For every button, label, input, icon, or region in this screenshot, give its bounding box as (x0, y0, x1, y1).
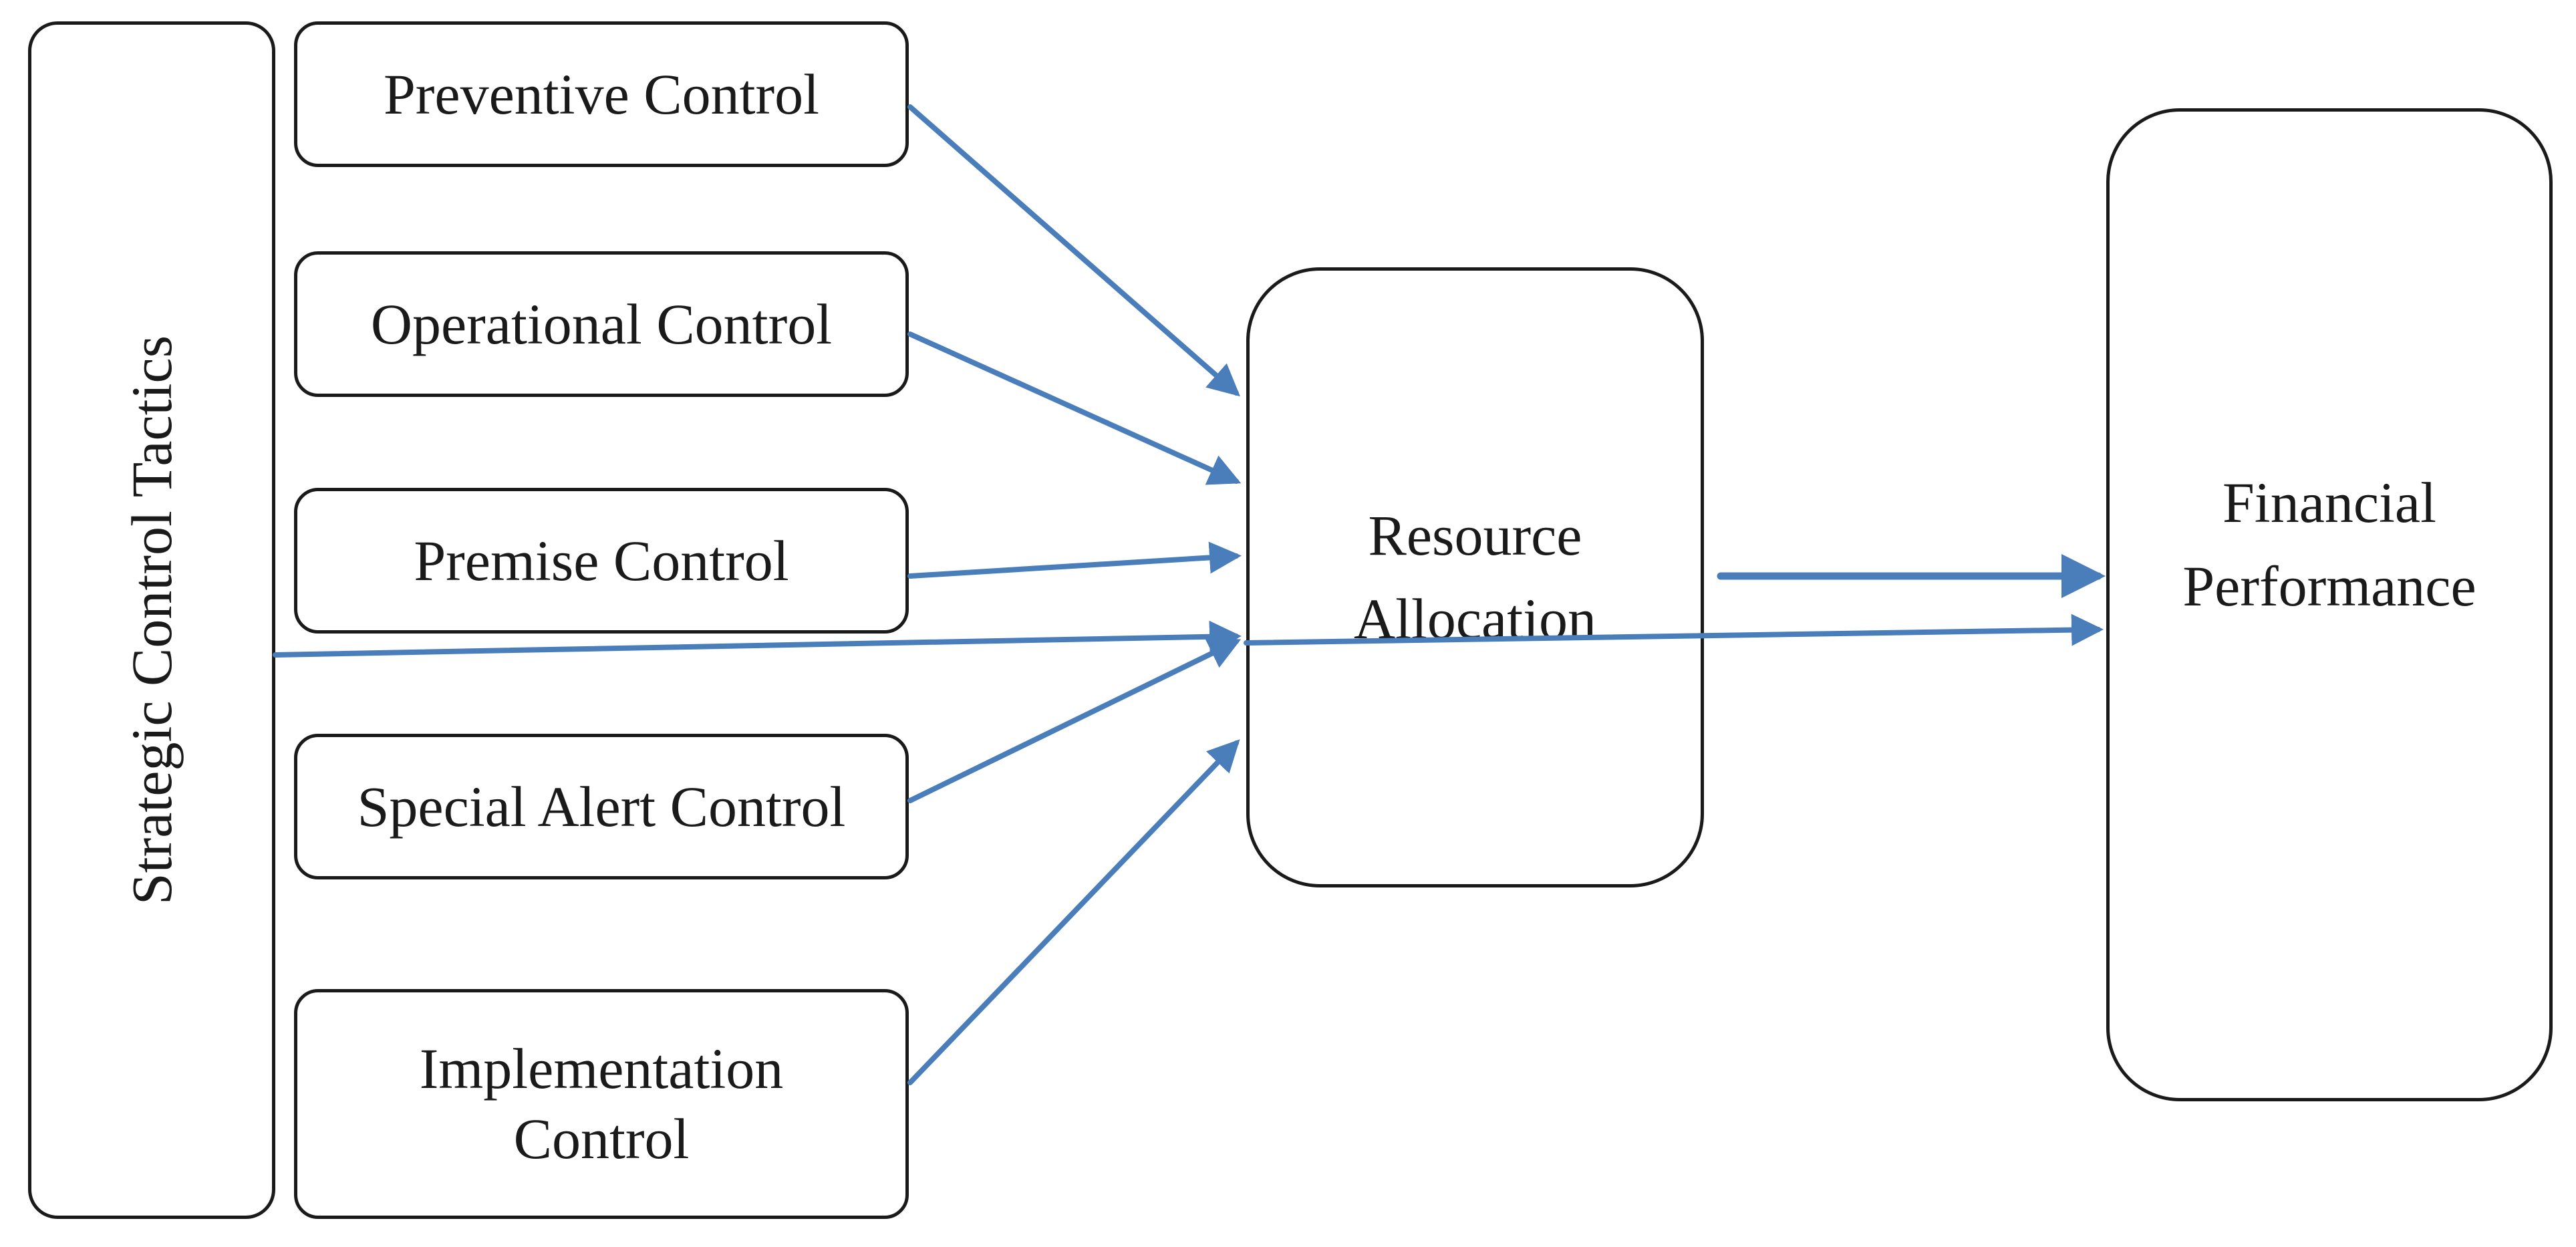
strategic-control-tactics-label: Strategic Control Tactics (120, 335, 184, 906)
arrow-operational-to-resource (907, 331, 1242, 485)
implementation-control-line2: Control (513, 1107, 690, 1171)
financial-performance-label: Financial Performance (2182, 461, 2476, 628)
premise-control-box: Premise Control (294, 488, 909, 634)
resource-allocation-box: Resource Allocation (1246, 267, 1704, 887)
strategic-control-tactics-box: Strategic Control Tactics (28, 21, 275, 1219)
financial-performance-box: Financial Performance (2106, 108, 2553, 1101)
resource-allocation-label: Resource Allocation (1354, 494, 1596, 660)
financial-performance-line1: Financial (2222, 470, 2436, 535)
implementation-control-label: Implementation Control (420, 1034, 784, 1174)
premise-control-label: Premise Control (414, 528, 789, 593)
resource-allocation-line2: Allocation (1353, 587, 1597, 651)
preventive-control-label: Preventive Control (383, 61, 820, 126)
arrow-special-alert-to-resource (907, 638, 1242, 803)
operational-control-box: Operational Control (294, 251, 909, 397)
arrow-tactics-to-resource (273, 620, 1242, 658)
arrow-preventive-to-resource (907, 104, 1241, 397)
financial-performance-line2: Performance (2182, 554, 2476, 618)
arrow-premise-to-resource (907, 541, 1242, 579)
resource-allocation-line1: Resource (1368, 503, 1582, 568)
preventive-control-box: Preventive Control (294, 21, 909, 167)
special-alert-control-box: Special Alert Control (294, 734, 909, 879)
implementation-control-line1: Implementation (419, 1036, 784, 1101)
operational-control-label: Operational Control (370, 291, 833, 356)
implementation-control-box: Implementation Control (294, 989, 909, 1219)
special-alert-control-label: Special Alert Control (357, 774, 846, 839)
arrow-implementation-to-resource (907, 739, 1240, 1085)
